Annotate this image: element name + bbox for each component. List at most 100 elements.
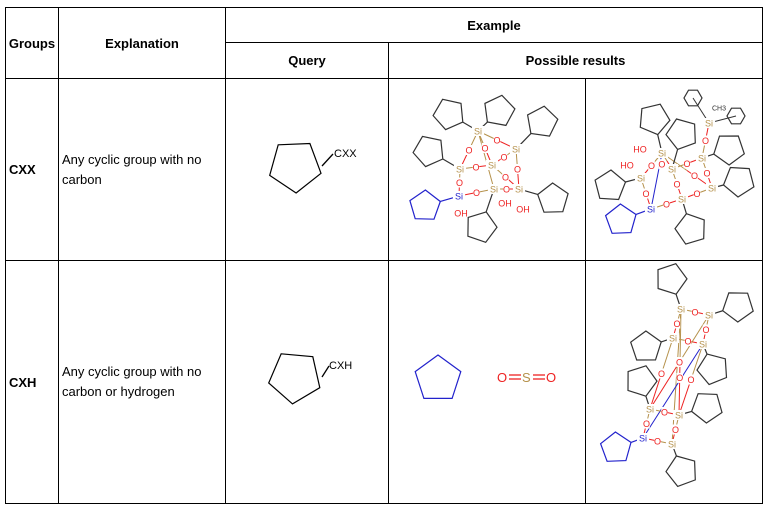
atom-bg bbox=[642, 188, 650, 199]
atom-bg bbox=[454, 208, 468, 218]
atom-si: Si bbox=[490, 184, 498, 194]
atom-bg bbox=[672, 424, 679, 435]
bond bbox=[519, 133, 532, 146]
query-structure-cxh: CXH bbox=[267, 353, 352, 405]
atom-si: Si bbox=[455, 191, 463, 201]
atom-hydroxyl: OH bbox=[516, 204, 530, 214]
atom-bg bbox=[498, 198, 512, 208]
atom-o: O bbox=[691, 171, 698, 181]
atom-bg bbox=[452, 191, 466, 201]
atom-si: Si bbox=[647, 204, 655, 214]
cyclopentane-ring bbox=[414, 354, 462, 399]
atom-o: O bbox=[687, 375, 694, 385]
atom-o: O bbox=[503, 184, 510, 194]
atom-si: Si bbox=[708, 183, 716, 193]
query-structure-cell: CXH bbox=[225, 260, 389, 504]
atom-bg bbox=[658, 159, 666, 170]
atom-bg bbox=[691, 170, 698, 181]
atom-o: O bbox=[672, 425, 679, 435]
bond bbox=[661, 337, 674, 374]
cyclopentyl-ring bbox=[665, 455, 696, 488]
atom-si: Si bbox=[512, 144, 520, 154]
atom-bg bbox=[516, 204, 530, 214]
atom-si: Si bbox=[677, 304, 685, 314]
atom-bg bbox=[693, 188, 701, 199]
bond bbox=[683, 410, 692, 415]
cyclopentyl-ring bbox=[696, 353, 728, 386]
atom-bg bbox=[503, 184, 510, 194]
atom-bg bbox=[665, 164, 679, 174]
atom-bg bbox=[473, 187, 480, 198]
bond bbox=[673, 448, 678, 457]
atom-o: O bbox=[546, 370, 556, 385]
bond bbox=[635, 210, 647, 216]
group-cell: CXH bbox=[5, 260, 59, 504]
atom-o: O bbox=[465, 145, 472, 155]
atom-bg bbox=[655, 148, 669, 158]
atom-o: O bbox=[676, 357, 683, 367]
atom-bg bbox=[673, 179, 681, 189]
cyclopentyl-ring bbox=[604, 203, 637, 234]
query-atom-label: CXH bbox=[329, 360, 352, 372]
atom-si: Si bbox=[639, 433, 647, 443]
atom-bg bbox=[676, 357, 683, 367]
cyclopentyl-ring bbox=[599, 431, 632, 462]
atom-bg bbox=[514, 164, 521, 174]
atom-bg bbox=[702, 135, 709, 146]
atom-o: O bbox=[661, 407, 668, 417]
atom-hydroxyl: HO bbox=[620, 160, 634, 170]
header-groups: Groups bbox=[5, 7, 59, 79]
atom-o: O bbox=[514, 164, 521, 174]
cyclopentyl-ring bbox=[267, 353, 321, 405]
cyclopentyl-ring bbox=[484, 94, 516, 127]
bond bbox=[678, 361, 681, 416]
atom-si: Si bbox=[515, 184, 523, 194]
atom-o: O bbox=[481, 143, 488, 153]
bond bbox=[321, 153, 334, 167]
cyclopentyl-ring bbox=[690, 393, 723, 424]
atom-bg bbox=[665, 439, 679, 449]
atom-si: Si bbox=[699, 339, 707, 349]
atom-o: O bbox=[502, 172, 509, 182]
cyclopentyl-ring bbox=[536, 182, 569, 213]
atom-bg bbox=[471, 126, 485, 136]
atom-o: O bbox=[473, 188, 480, 198]
atom-o: O bbox=[691, 307, 698, 317]
atom-o: O bbox=[658, 369, 665, 379]
atom-o: O bbox=[642, 189, 649, 199]
bond bbox=[440, 196, 455, 203]
cyclopentyl-ring bbox=[467, 211, 498, 244]
atom-o: O bbox=[683, 159, 690, 169]
cyclopentyl-ring bbox=[412, 135, 444, 168]
atom-o: O bbox=[663, 199, 670, 209]
atom-bg bbox=[703, 168, 711, 178]
cyclopentyl-ring bbox=[722, 166, 755, 198]
atom-bg bbox=[633, 144, 647, 154]
bond bbox=[321, 365, 330, 378]
atom-si: Si bbox=[705, 118, 713, 128]
atom-bg bbox=[509, 144, 523, 154]
atom-bg bbox=[661, 407, 668, 417]
explanation-line: carbon bbox=[62, 171, 102, 187]
bond bbox=[679, 308, 682, 363]
atom-o: O bbox=[648, 161, 655, 171]
atom-si: Si bbox=[668, 439, 676, 449]
explanation-line: carbon or hydrogen bbox=[62, 384, 175, 399]
atom-o: O bbox=[658, 160, 665, 170]
atom-bg bbox=[683, 158, 691, 169]
cyclopentyl-ring bbox=[665, 118, 696, 151]
cyclopentyl-ring bbox=[713, 135, 746, 166]
atom-si: Si bbox=[698, 153, 706, 163]
atom-bg bbox=[702, 324, 710, 335]
atom-bg bbox=[663, 199, 670, 209]
header-query: Query bbox=[225, 42, 389, 79]
bond bbox=[462, 121, 474, 129]
atom-o: O bbox=[703, 168, 710, 178]
atom-o: O bbox=[673, 319, 680, 329]
cyclopentyl-ring bbox=[627, 365, 658, 397]
